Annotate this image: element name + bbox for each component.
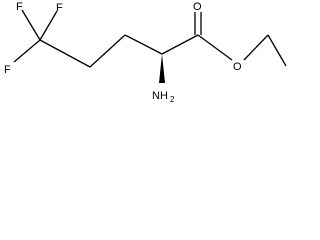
structure-drawing: F F F O O NH 2 — [4, 1, 287, 104]
bond-c3-calpha — [124, 34, 163, 55]
atom-o-carbonyl-label: O — [193, 1, 202, 13]
bond-cf3-f3 — [13, 39, 41, 63]
bond-cf3-f1 — [21, 9, 41, 41]
bond-oester-ch2 — [243, 34, 269, 61]
atom-f2-label: F — [56, 2, 63, 14]
atom-f3-label: F — [4, 64, 11, 76]
bond-ccarbonyl-oester — [197, 34, 233, 61]
atom-amine-subscript: 2 — [170, 95, 175, 104]
atom-amine-label: NH — [152, 90, 168, 102]
bond-ch2-ch3 — [267, 34, 287, 67]
bond-calpha-ccarbonyl — [161, 34, 199, 55]
bond-cf3-c4 — [39, 39, 91, 68]
atom-o-ester-label: O — [233, 61, 242, 73]
bond-c4-c3 — [89, 34, 126, 68]
atom-f1-label: F — [16, 1, 23, 13]
bond-cf3-f2 — [39, 10, 58, 41]
wedge-bond-amine — [159, 54, 165, 83]
